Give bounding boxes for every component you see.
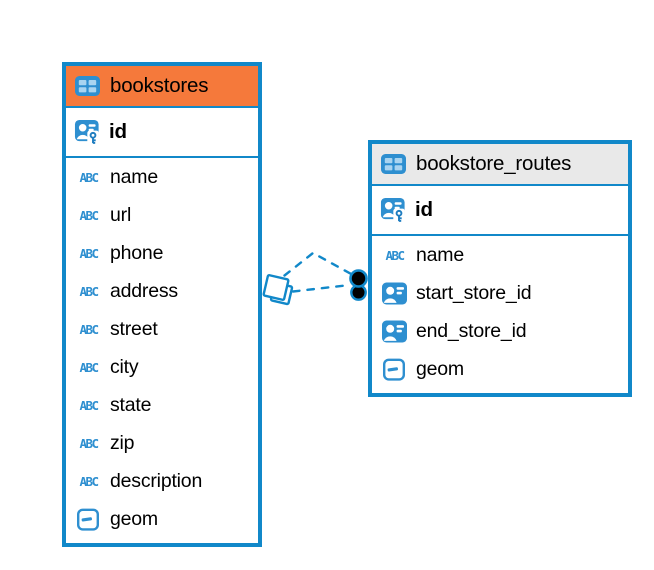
primary-key-icon xyxy=(74,118,101,146)
entity-bookstore-routes[interactable]: bookstore_routes id ABC name start_store_i… xyxy=(368,140,632,397)
text-type-icon: ABC xyxy=(79,435,99,451)
entity-header[interactable]: bookstores xyxy=(66,66,258,108)
column-row-phone[interactable]: ABC phone xyxy=(66,234,258,272)
foreign-key-icon xyxy=(381,281,408,306)
column-name: state xyxy=(110,393,152,416)
text-type-icon: ABC xyxy=(385,247,405,263)
column-row-address[interactable]: ABC address xyxy=(66,272,258,310)
column-name: geom xyxy=(110,507,158,530)
column-name: start_store_id xyxy=(416,281,532,304)
text-type-icon: ABC xyxy=(79,397,99,413)
text-type-icon: ABC xyxy=(79,359,99,375)
column-name: name xyxy=(110,165,158,188)
column-name: geom xyxy=(416,357,464,380)
text-type-icon: ABC xyxy=(79,245,99,261)
table-name: bookstores xyxy=(110,74,209,97)
column-name: phone xyxy=(110,241,164,264)
column-name: id xyxy=(109,120,127,143)
entity-header[interactable]: bookstore_routes xyxy=(372,144,628,186)
column-row-end_store_id[interactable]: end_store_id xyxy=(372,312,628,350)
text-type-icon: ABC xyxy=(79,473,99,489)
table-icon xyxy=(380,152,407,176)
column-row-geom[interactable]: geom xyxy=(66,500,258,538)
column-row-url[interactable]: ABC url xyxy=(66,196,258,234)
column-name: address xyxy=(110,279,178,302)
column-row-street[interactable]: ABC street xyxy=(66,310,258,348)
column-row-state[interactable]: ABC state xyxy=(66,386,258,424)
column-row-name[interactable]: ABC name xyxy=(372,236,628,274)
geometry-type-icon xyxy=(381,357,408,382)
text-type-icon: ABC xyxy=(79,207,99,223)
text-type-icon: ABC xyxy=(79,321,99,337)
relationship-source-marker[interactable] xyxy=(262,274,294,306)
geometry-type-icon xyxy=(75,507,102,532)
relationship-dashed-lines[interactable] xyxy=(283,251,354,293)
column-row-zip[interactable]: ABC zip xyxy=(66,424,258,462)
column-name: id xyxy=(415,198,433,221)
column-name: street xyxy=(110,317,158,340)
text-type-icon: ABC xyxy=(79,169,99,185)
primary-key-icon xyxy=(380,196,407,224)
column-row-id[interactable]: id xyxy=(66,108,258,156)
foreign-key-icon xyxy=(381,319,408,344)
column-name: description xyxy=(110,469,203,492)
column-row-geom[interactable]: geom xyxy=(372,350,628,388)
column-row-start_store_id[interactable]: start_store_id xyxy=(372,274,628,312)
primary-key-section: id xyxy=(372,186,628,236)
column-name: end_store_id xyxy=(416,319,527,342)
column-name: city xyxy=(110,355,139,378)
column-name: zip xyxy=(110,431,135,454)
text-type-icon: ABC xyxy=(79,283,99,299)
column-row-name[interactable]: ABC name xyxy=(66,158,258,196)
table-name: bookstore_routes xyxy=(416,152,572,175)
relationship-target-marker[interactable] xyxy=(349,269,368,301)
table-icon xyxy=(74,74,101,98)
column-name: url xyxy=(110,203,132,226)
column-row-city[interactable]: ABC city xyxy=(66,348,258,386)
column-row-description[interactable]: ABC description xyxy=(66,462,258,500)
column-name: name xyxy=(416,243,464,266)
column-row-id[interactable]: id xyxy=(372,186,628,234)
primary-key-section: id xyxy=(66,108,258,158)
